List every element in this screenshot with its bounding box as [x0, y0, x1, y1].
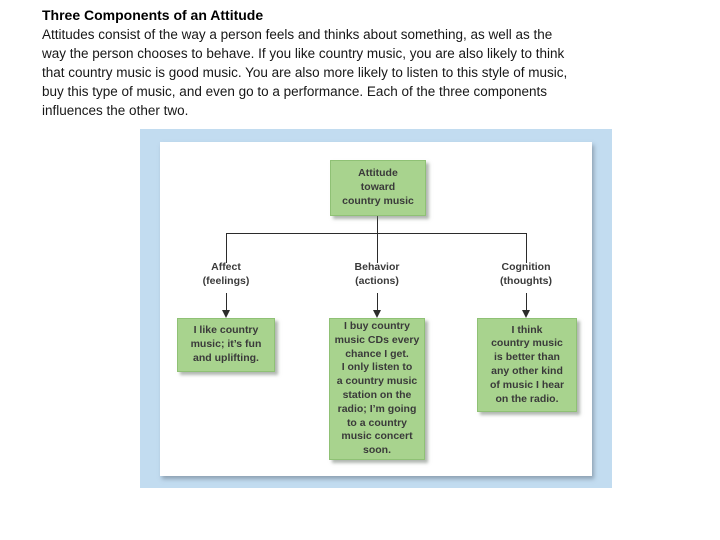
page-title: Three Components of an Attitude	[42, 7, 264, 23]
figure-frame: Attitude toward country music Affect (fe…	[140, 129, 612, 488]
connector-root-drop	[377, 216, 378, 263]
statement-box-behavior: I buy country music CDs every chance I g…	[329, 318, 425, 460]
root-node: Attitude toward country music	[330, 160, 426, 216]
statement-behavior-text: I buy country music CDs every chance I g…	[334, 320, 420, 457]
slide-text-block: Three Components of an Attitude Attitude…	[42, 6, 676, 120]
connector-stub-cognition	[526, 233, 527, 263]
connector-stub-affect	[226, 233, 227, 263]
down-arrowhead-icon	[222, 310, 230, 318]
statement-affect-text: I like country music; it’s fun and uplif…	[190, 324, 262, 364]
down-arrowhead-icon	[522, 310, 530, 318]
connector-arrow-cognition	[526, 293, 527, 310]
statement-box-cognition: I think country music is better than any…	[477, 318, 577, 412]
down-arrowhead-icon	[373, 310, 381, 318]
branch-label-cognition: Cognition (thoughts)	[500, 261, 552, 287]
branch-label-affect: Affect (feelings)	[202, 261, 250, 287]
statement-box-affect: I like country music; it’s fun and uplif…	[177, 318, 275, 372]
body-paragraph: Attitudes consist of the way a person fe…	[42, 27, 568, 118]
connector-arrow-affect	[226, 293, 227, 310]
root-node-label: Attitude toward country music	[342, 167, 414, 207]
connector-horizontal	[226, 233, 527, 234]
figure-panel: Attitude toward country music Affect (fe…	[160, 142, 592, 476]
statement-cognition-text: I think country music is better than any…	[489, 323, 565, 405]
connector-arrow-behavior	[377, 293, 378, 310]
branch-label-behavior: Behavior (actions)	[354, 261, 400, 287]
